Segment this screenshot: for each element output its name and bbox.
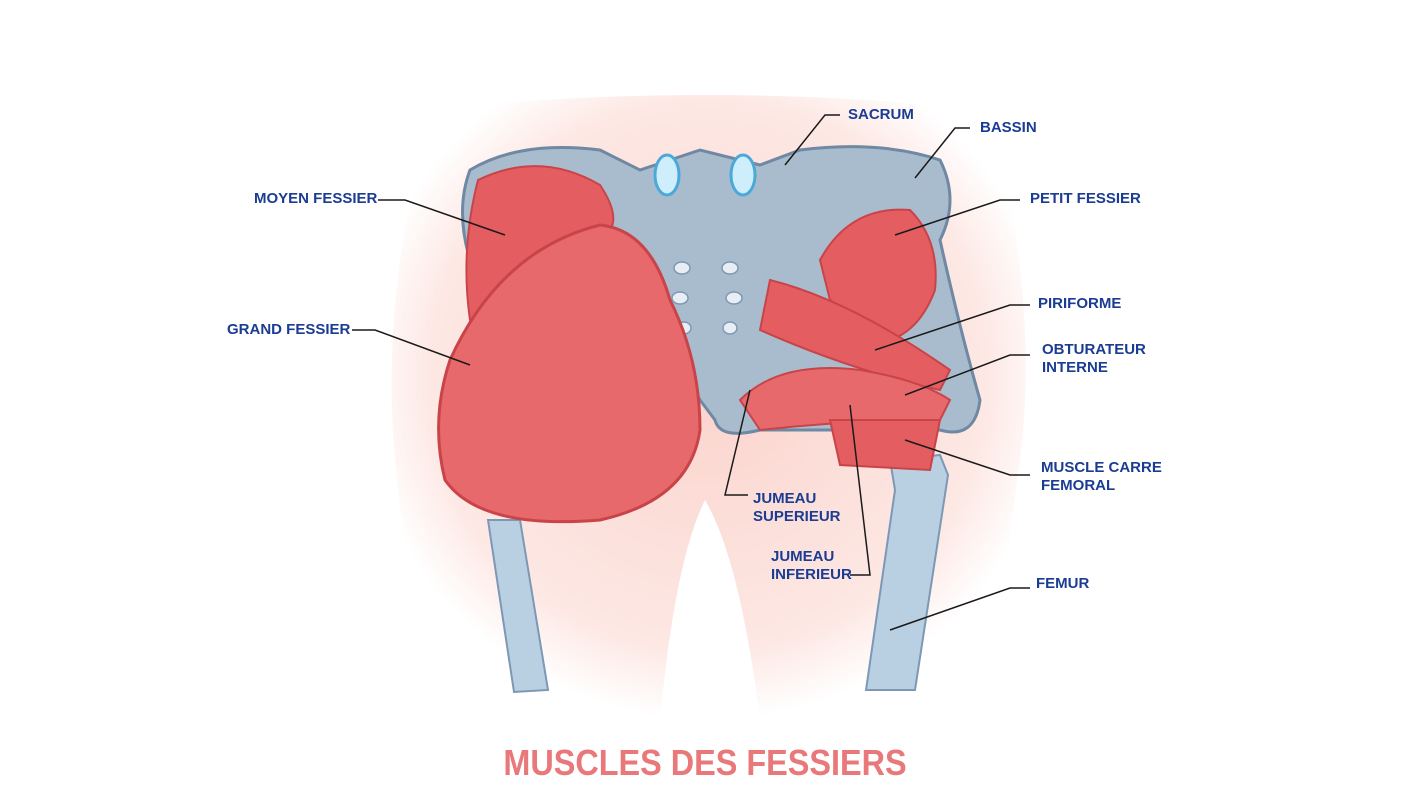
label-sacrum: SACRUM xyxy=(848,106,914,123)
label-piriforme: PIRIFORME xyxy=(1038,295,1122,312)
leader-lines xyxy=(352,114,1030,631)
obturator-internus xyxy=(738,367,952,432)
label-line: INTERNE xyxy=(1042,359,1108,376)
sacral-foramen xyxy=(729,153,757,197)
right-femur xyxy=(864,453,950,691)
diagram-title: MUSCLES DES FESSIERS xyxy=(503,742,907,783)
label-petit-fessier: PETIT FESSIER xyxy=(1030,190,1141,207)
label-line: OBTURATEUR xyxy=(1042,341,1146,358)
label-femur: FEMUR xyxy=(1036,575,1090,592)
gluteus-minimus xyxy=(818,208,937,342)
left-femur xyxy=(486,519,550,694)
label-line: JUMEAU xyxy=(753,490,817,507)
label-line: SUPERIEUR xyxy=(753,508,841,525)
label-grand-fessier: GRAND FESSIER xyxy=(227,321,351,338)
label-line: JUMEAU xyxy=(771,548,835,565)
quadratus-femoris xyxy=(828,419,942,472)
label-line: INFERIEUR xyxy=(771,566,852,583)
label-line: FEMORAL xyxy=(1041,477,1116,494)
label-moyen-fessier: MOYEN FESSIER xyxy=(254,190,378,207)
gluteus-maximus xyxy=(437,223,702,524)
label-line: MUSCLE CARRE xyxy=(1041,459,1162,476)
sacral-foramen xyxy=(653,153,681,197)
label-bassin: BASSIN xyxy=(980,119,1037,136)
